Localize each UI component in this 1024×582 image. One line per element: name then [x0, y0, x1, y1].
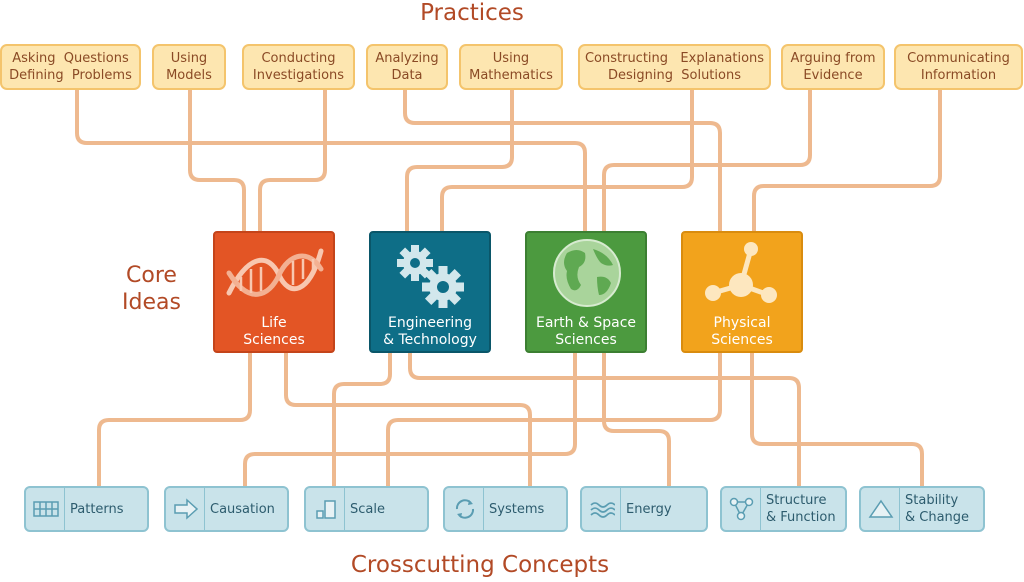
core-idea-label: Physical Sciences	[711, 315, 773, 348]
practice-asking-questions[interactable]: Asking Questions Defining Problems	[0, 44, 141, 90]
globe-icon	[553, 239, 621, 307]
molecule-icon	[705, 242, 777, 303]
concept-scale[interactable]: Scale	[304, 486, 429, 532]
connector	[602, 351, 671, 488]
connector	[284, 351, 532, 488]
connector	[332, 351, 392, 488]
core-idea-engineering-technology[interactable]: Engineering & Technology	[369, 231, 491, 353]
dna-icon	[226, 248, 324, 297]
grid-icon	[33, 501, 59, 517]
core-idea-life-sciences[interactable]: Life Sciences	[213, 231, 335, 353]
concept-structure-function[interactable]: Structure & Function	[720, 486, 847, 532]
core-idea-label: Engineering & Technology	[383, 315, 477, 348]
core-idea-label: Life Sciences	[243, 315, 305, 348]
practice-analyzing-data[interactable]: Analyzing Data	[366, 44, 448, 90]
practice-using-models[interactable]: Using Models	[152, 44, 226, 90]
arrow-icon	[174, 498, 199, 520]
connector	[602, 88, 812, 233]
practice-arguing-from-evidence[interactable]: Arguing from Evidence	[781, 44, 885, 90]
connector	[750, 351, 924, 488]
cycle-icon	[455, 499, 475, 519]
connector	[405, 88, 514, 233]
connector	[243, 351, 577, 488]
connector	[258, 88, 327, 233]
concept-label: Scale	[350, 501, 385, 517]
waves-icon	[590, 502, 615, 518]
core-idea-label: Earth & Space Sciences	[535, 315, 637, 348]
concept-label: Systems	[489, 501, 545, 517]
concept-label: Stability & Change	[905, 493, 970, 525]
core-ideas-title: Core Ideas	[122, 263, 181, 315]
concept-label: Structure & Function	[766, 493, 836, 525]
concept-stability-change[interactable]: Stability & Change	[859, 486, 985, 532]
scale-bars-icon	[316, 500, 336, 519]
practices-title: Practices	[420, 0, 524, 26]
practice-conducting-investigations[interactable]: Conducting Investigations	[242, 44, 355, 90]
concept-causation[interactable]: Causation	[164, 486, 289, 532]
practice-using-mathematics[interactable]: Using Mathematics	[459, 44, 563, 90]
concept-patterns[interactable]: Patterns	[24, 486, 149, 532]
concept-label: Causation	[210, 501, 275, 517]
core-idea-physical-sciences[interactable]: Physical Sciences	[681, 231, 803, 353]
connector	[386, 351, 722, 488]
connector	[75, 88, 587, 233]
connector	[188, 88, 246, 233]
nodes-icon	[729, 497, 754, 521]
gears-icon	[397, 245, 464, 308]
practice-constructing-explanations[interactable]: Constructing Explanations Designing Solu…	[578, 44, 771, 90]
connector	[752, 88, 942, 233]
concept-label: Energy	[626, 501, 672, 517]
connector	[97, 351, 252, 488]
crosscutting-concepts-title: Crosscutting Concepts	[350, 552, 610, 578]
concept-energy[interactable]: Energy	[580, 486, 708, 532]
triangle-icon	[868, 499, 894, 518]
connector	[440, 88, 694, 233]
core-idea-earth-space-sciences[interactable]: Earth & Space Sciences	[525, 231, 647, 353]
practice-communicating-information[interactable]: Communicating Information	[894, 44, 1023, 90]
concept-label: Patterns	[70, 501, 124, 517]
connector	[403, 88, 722, 233]
concept-systems[interactable]: Systems	[443, 486, 568, 532]
